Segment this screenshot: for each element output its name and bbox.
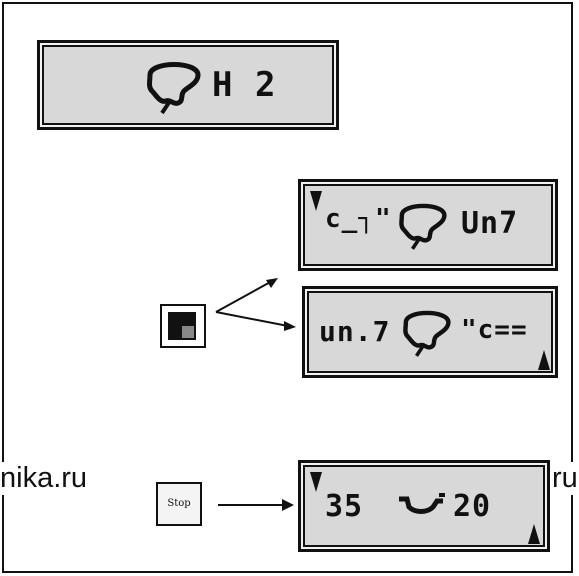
display-upper-left-text: c_┐": [325, 204, 392, 234]
rim-profile-icon: [399, 493, 445, 514]
up-triangle-icon: [538, 350, 550, 370]
mode-key[interactable]: [160, 304, 206, 348]
display-lower-left-text: un.7: [319, 315, 391, 348]
mode-key-inner: [180, 324, 196, 340]
display-upper-right: c_┐" Un7: [298, 179, 558, 271]
down-triangle-icon: [310, 472, 322, 492]
display-bottom-left-text: 35: [325, 489, 364, 524]
stop-key-label: Stop: [167, 498, 191, 509]
tyre-outline-icon: [403, 310, 451, 357]
display-lower-right-text: "c==: [461, 315, 528, 345]
tyre-outline-icon: [399, 203, 447, 250]
stop-key[interactable]: Stop: [156, 482, 202, 526]
display-bottom-right-text: 20: [453, 489, 492, 524]
stop-arrow: [218, 499, 294, 511]
down-triangle-icon: [310, 191, 322, 211]
display-lower-right: un.7 "c==: [302, 286, 558, 378]
display-bottom: 35 20: [298, 460, 550, 552]
display-upper-right-text: Un7: [461, 206, 519, 241]
watermark-left: nika.ru: [0, 462, 88, 495]
up-triangle-icon: [528, 524, 540, 544]
display-top-text: H 2: [212, 65, 277, 105]
split-arrows: [215, 278, 296, 331]
display-top: H 2: [37, 40, 339, 130]
watermark-right: ru: [552, 462, 578, 495]
tyre-outline-icon: [147, 62, 201, 115]
